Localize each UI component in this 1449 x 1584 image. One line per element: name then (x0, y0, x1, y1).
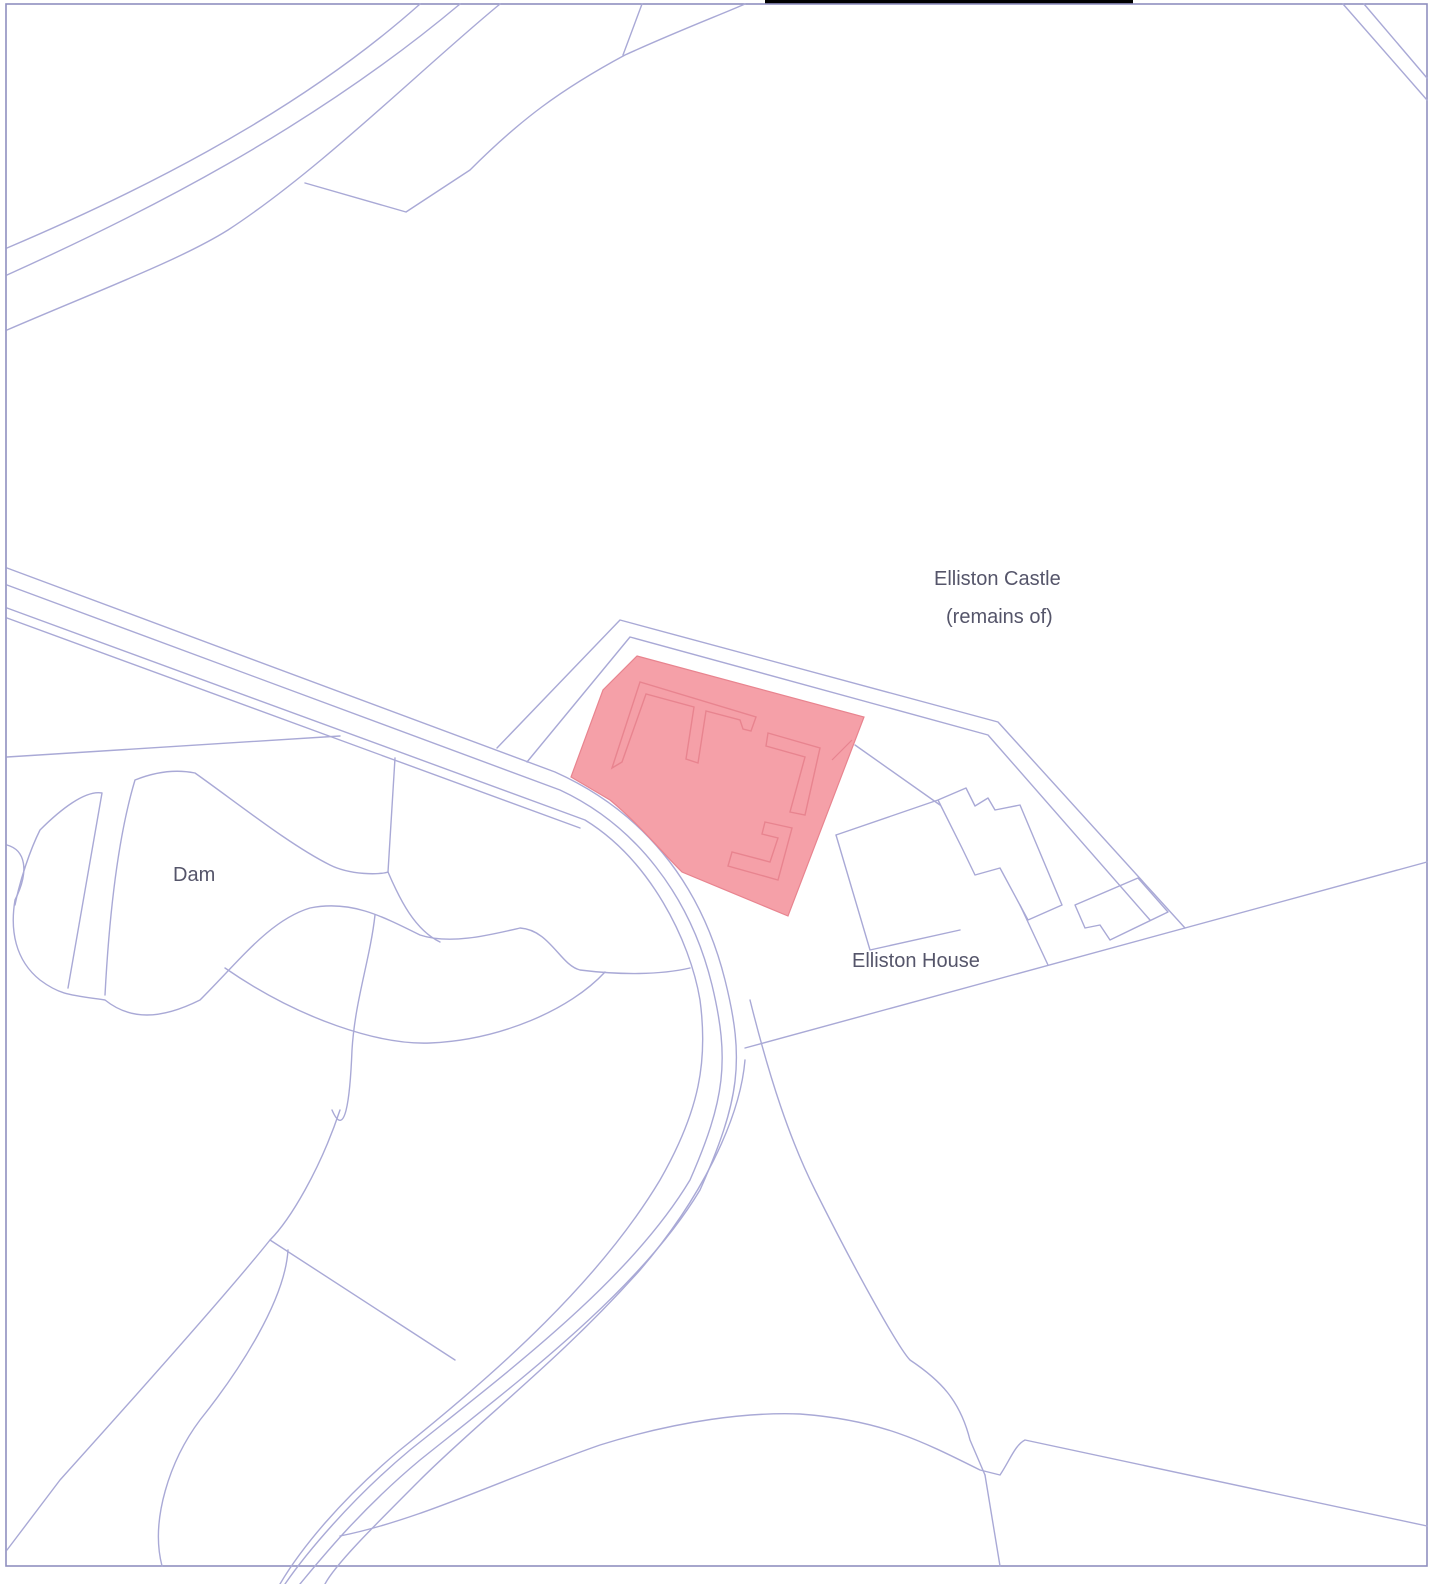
field-boundary (304, 3, 746, 213)
dam-outline (387, 871, 441, 943)
castle-ruin-outline (765, 732, 821, 816)
main-road-edge (6, 567, 738, 1584)
dam-outline (6, 735, 341, 758)
field-boundary (984, 1474, 1001, 1567)
castle-ruin-outline (727, 821, 793, 881)
main-road-edge (6, 617, 581, 829)
house-label: Elliston House (852, 950, 980, 972)
field-boundary (269, 1109, 456, 1361)
field-boundary (622, 3, 643, 56)
castle-label: Elliston Castle (934, 568, 1061, 590)
main-road-edge (324, 1059, 746, 1584)
house-building (1074, 877, 1169, 941)
feature-lines (6, 3, 1428, 1584)
field-boundary (339, 1413, 1428, 1537)
road-top-left-line (6, 3, 501, 331)
field-boundary (331, 914, 376, 1122)
dam-outline (387, 757, 396, 873)
site-highlight-polygon (570, 655, 865, 917)
dam-outline (224, 967, 606, 1044)
header-bar (765, 0, 1133, 4)
road-top-right-line (1342, 3, 1428, 101)
castle-ruin-outline (831, 739, 853, 761)
dam-outline (6, 844, 691, 1016)
castle-enclosure (496, 619, 1186, 929)
castle-ruin-outline (610, 681, 757, 770)
field-boundary (6, 1239, 271, 1551)
field-boundary (157, 1249, 289, 1567)
main-road-edge (6, 584, 723, 1584)
main-road-edge (6, 607, 704, 1584)
dam-outline (104, 770, 389, 996)
house-outline (854, 744, 941, 806)
dam-outline (14, 792, 103, 989)
field-boundary (744, 861, 1428, 1049)
house-outline (1019, 904, 1049, 966)
field-boundary (749, 999, 986, 1476)
house-building (835, 787, 1063, 921)
road-top-left-line (6, 3, 421, 249)
house-building (835, 834, 961, 951)
road-top-right-line (1363, 3, 1428, 79)
map-frame (5, 3, 1428, 1567)
castle-enclosure (526, 636, 1151, 921)
dam-label: Dam (173, 864, 216, 886)
highlighted-site-area (570, 655, 865, 917)
castle-sublabel: (remains of) (946, 606, 1053, 628)
road-top-left-line (6, 3, 461, 276)
